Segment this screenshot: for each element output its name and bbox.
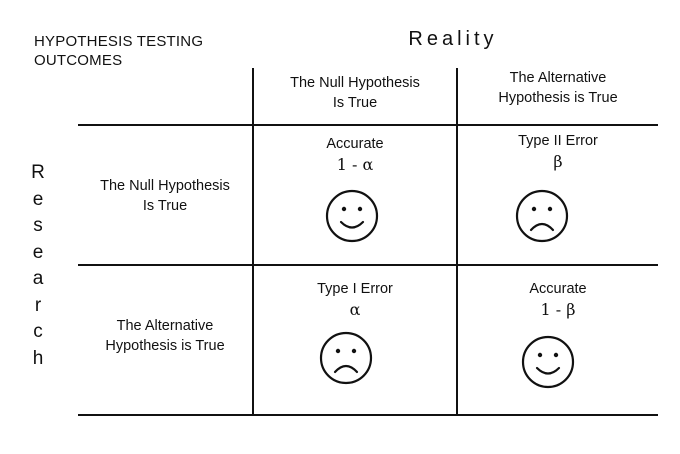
column-header-alternative: The Alternative Hypothesis is True (498, 70, 618, 106)
research-label: R e s e a r c h (26, 160, 50, 372)
sad-face-icon (319, 331, 373, 385)
reality-label: Reality (408, 28, 498, 50)
grid-line-row-1 (78, 124, 658, 126)
research-letter: R (31, 162, 45, 183)
column-header-null: The Null Hypothesis Is True (290, 75, 420, 111)
outcome-symbol: 1 - α (336, 155, 374, 174)
outcome-symbol: α (349, 300, 361, 319)
research-letter: r (34, 294, 42, 316)
happy-face-icon (325, 189, 379, 243)
outcome-title: Type I Error (317, 281, 393, 297)
outcome-title: Type II Error (518, 133, 598, 149)
row-header-null: The Null Hypothesis Is True (100, 178, 230, 214)
research-letter: e (32, 188, 44, 210)
grid-line-col-2 (456, 68, 458, 416)
research-letter: h (32, 347, 44, 369)
outcome-title: Accurate (529, 281, 587, 297)
cell-alternative-alternative: Accurate 1 - β (458, 279, 658, 321)
research-letter: a (32, 268, 44, 289)
sad-face-icon (515, 189, 569, 243)
row-header-alternative: The Alternative Hypothesis is True (105, 318, 225, 354)
outcome-symbol: 1 - β (540, 300, 576, 319)
research-letter: c (33, 321, 43, 342)
cell-null-null: Accurate 1 - α (254, 134, 456, 176)
outcome-symbol: β (553, 152, 563, 171)
cell-null-alternative: Type II Error β (458, 131, 658, 173)
grid-line-bottom (78, 414, 658, 416)
happy-face-icon (521, 335, 575, 389)
diagram-title: HYPOTHESIS TESTING OUTCOMES (34, 33, 204, 69)
research-letter: s (33, 215, 43, 236)
grid-line-row-2 (78, 264, 658, 266)
outcome-title: Accurate (326, 136, 384, 152)
grid-line-col-1 (252, 68, 254, 416)
research-letter: e (32, 241, 44, 263)
cell-alternative-null: Type I Error α (254, 279, 456, 321)
